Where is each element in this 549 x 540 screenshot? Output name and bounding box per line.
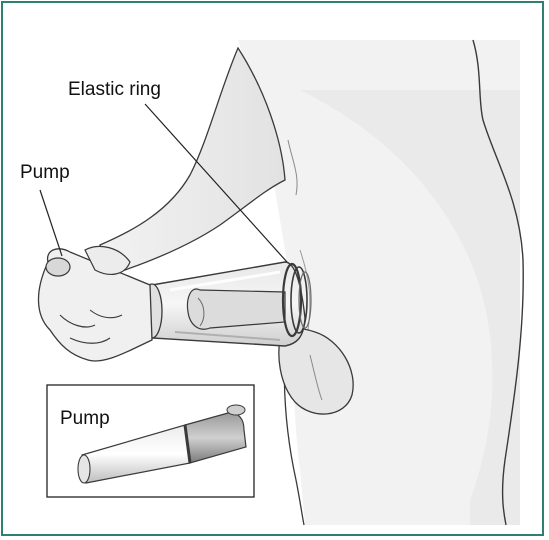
pump-inset-label: Pump [60,409,110,428]
elastic-ring-label: Elastic ring [68,80,161,99]
pump-leader [40,190,62,256]
pump-label: Pump [20,163,70,182]
penis [188,289,286,329]
